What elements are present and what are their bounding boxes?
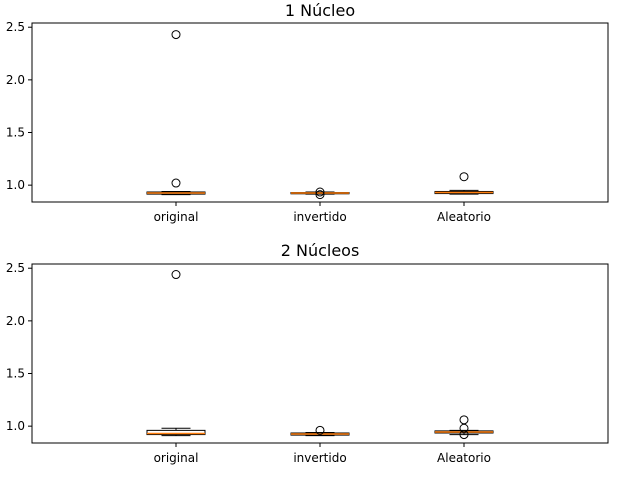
y-tick-label: 1.0 — [6, 178, 25, 192]
y-tick-label: 1.0 — [6, 419, 25, 433]
box-invertido — [290, 425, 350, 437]
x-tick-label: original — [154, 210, 199, 224]
box-original — [146, 30, 206, 196]
x-tick-label: invertido — [293, 451, 346, 465]
box-aleatorio — [434, 172, 494, 195]
outlier-point — [315, 187, 325, 197]
outlier-point — [171, 178, 181, 188]
iqr-box — [146, 429, 206, 436]
box-original — [146, 270, 206, 437]
y-tick-label: 2.0 — [6, 73, 25, 87]
outlier-point — [315, 190, 325, 200]
y-axis-ticks: 1.0 1.5 2.0 2.5 — [6, 261, 32, 433]
x-tick-label: original — [154, 451, 199, 465]
box-plot-group — [146, 270, 494, 440]
outlier-point — [459, 430, 469, 440]
y-tick-label: 2.0 — [6, 314, 25, 328]
subplot-1-nucleo: 1 Núcleo 1.0 1.5 2.0 2.5 original invertido A… — [6, 1, 609, 224]
outlier-point — [459, 423, 469, 433]
outlier-point — [315, 425, 325, 435]
subplot-title: 2 Núcleos — [281, 241, 360, 260]
box-aleatorio — [434, 415, 494, 440]
y-tick-label: 2.5 — [6, 261, 25, 275]
outlier-point — [459, 172, 469, 182]
x-tick-label: Aleatorio — [437, 210, 491, 224]
x-axis-ticks: original invertido Aleatorio — [154, 202, 491, 224]
outlier-point — [171, 270, 181, 280]
y-axis-ticks: 1.0 1.5 2.0 2.5 — [6, 20, 32, 192]
subplot-2-nucleos: 2 Núcleos 1.0 1.5 2.0 2.5 original invertido… — [6, 241, 609, 465]
axes-frame — [31, 22, 609, 203]
outlier-point — [171, 30, 181, 40]
box-plot-group — [146, 30, 494, 200]
y-tick-label: 2.5 — [6, 20, 25, 34]
x-tick-label: invertido — [293, 210, 346, 224]
y-tick-label: 1.5 — [6, 367, 25, 381]
box-invertido — [290, 187, 350, 200]
subplot-title: 1 Núcleo — [285, 1, 355, 20]
x-tick-label: Aleatorio — [437, 451, 491, 465]
y-tick-label: 1.5 — [6, 126, 25, 140]
axes-frame — [31, 263, 609, 444]
x-axis-ticks: original invertido Aleatorio — [154, 443, 491, 465]
